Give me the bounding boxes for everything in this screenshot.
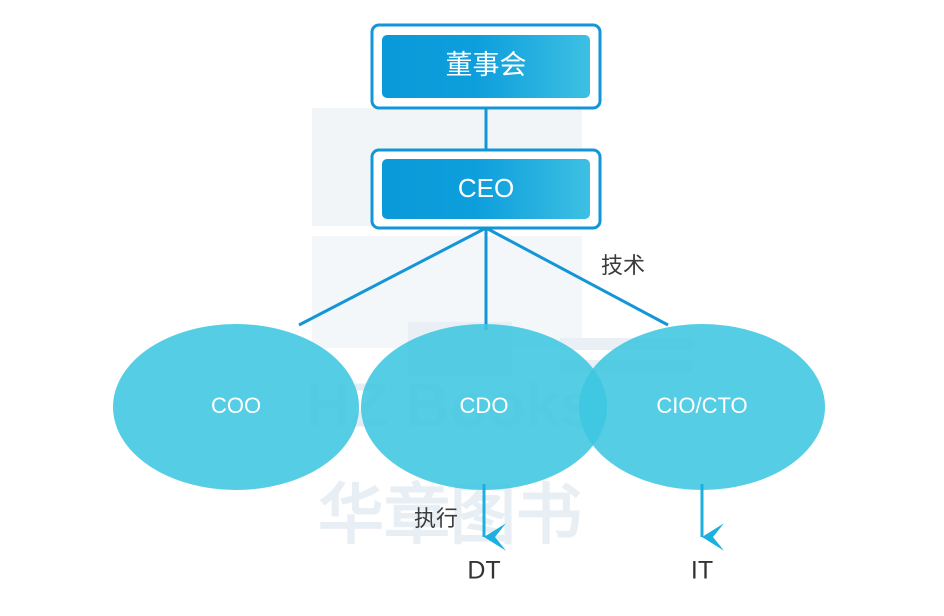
- coo-label: COO: [211, 393, 261, 418]
- box-board[interactable]: 董事会: [370, 23, 602, 110]
- ellipse-cio-cto[interactable]: [579, 324, 825, 490]
- ceo-inner-fill: [382, 159, 590, 219]
- connector-ceo-to-coo: [298, 226, 487, 327]
- board-label: 董事会: [446, 50, 527, 80]
- ellipse-coo[interactable]: [113, 324, 359, 490]
- output-label-it: IT: [691, 557, 713, 585]
- edge-label-technology: 技术: [601, 253, 645, 278]
- ellipse-group: [113, 324, 825, 490]
- board-inner-fill: [382, 35, 590, 98]
- output-arrows: [482, 484, 724, 551]
- edge-label-execution: 执行: [414, 506, 458, 531]
- connector-lines: [298, 108, 669, 330]
- box-ceo[interactable]: CEO: [370, 148, 602, 230]
- watermark-line2: 华章图书: [318, 477, 582, 551]
- output-label-dt: DT: [467, 557, 500, 585]
- ellipse-cdo[interactable]: [361, 324, 607, 490]
- ceo-label: CEO: [458, 173, 514, 203]
- connector-ceo-to-cio-cto: [485, 226, 669, 327]
- cio-cto-label: CIO/CTO: [656, 393, 747, 418]
- cdo-label: CDO: [460, 393, 509, 418]
